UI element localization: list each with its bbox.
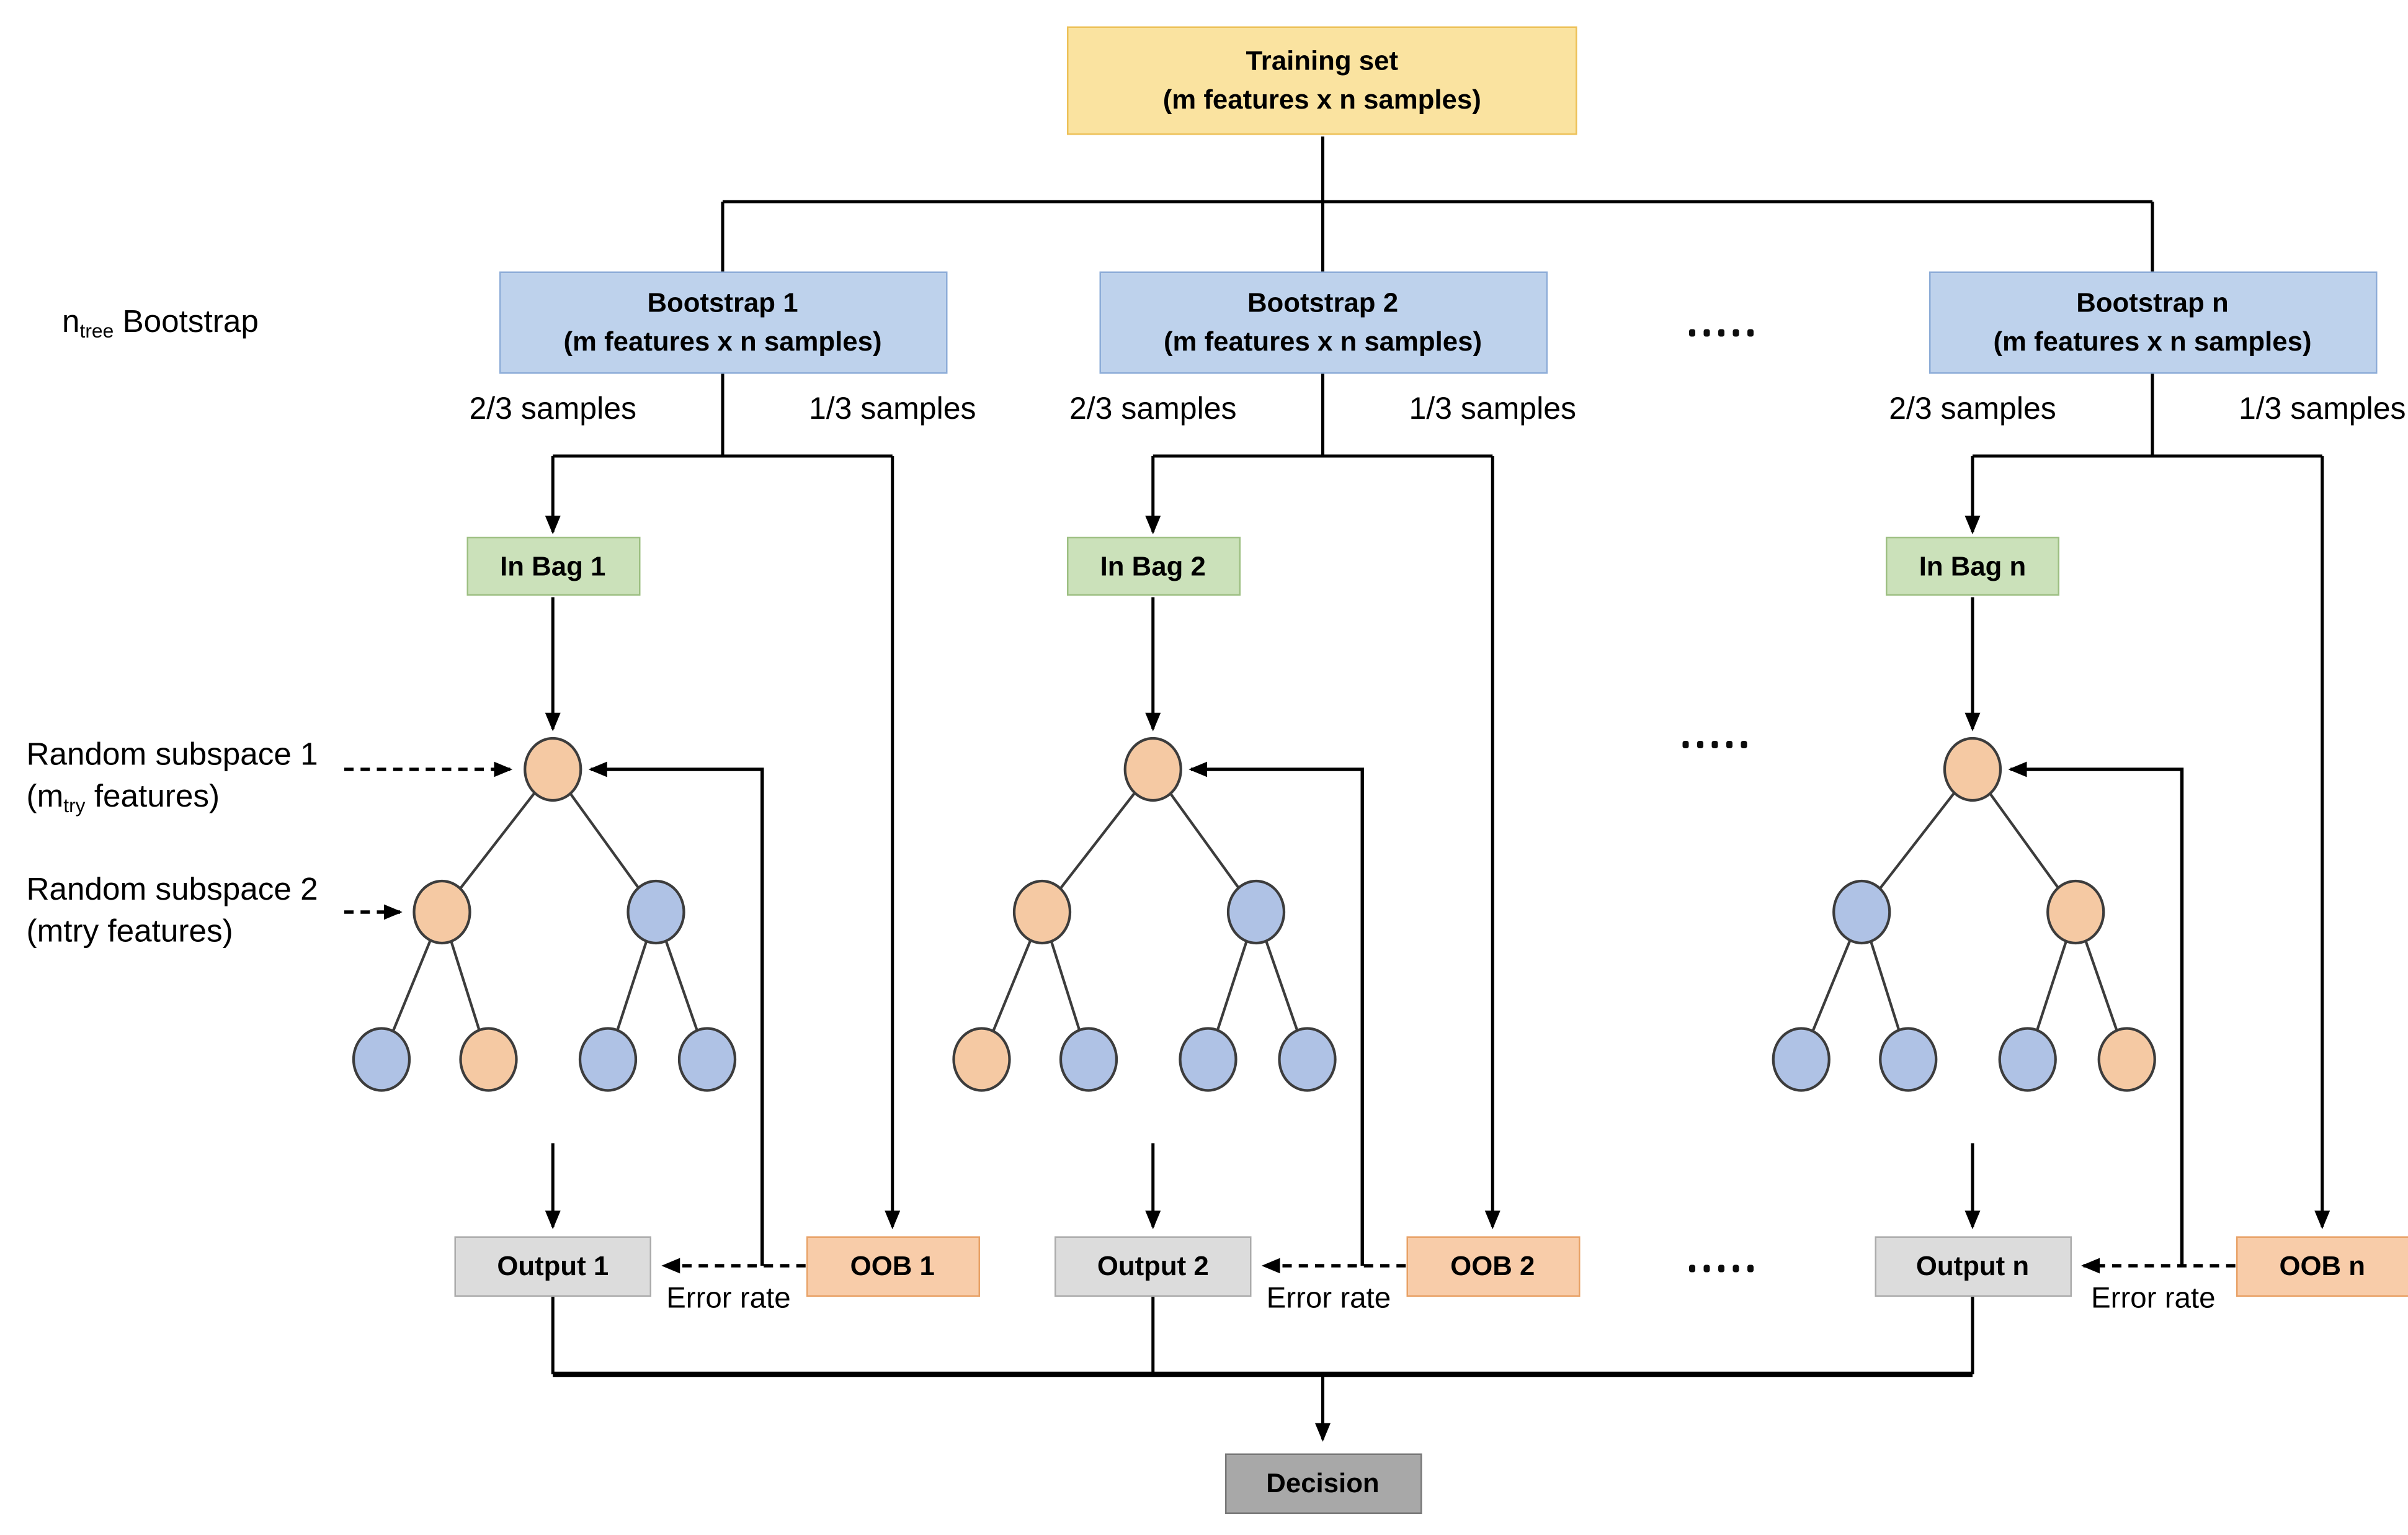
tree-node	[1832, 879, 1891, 945]
in-bag-1-box: In Bag 1	[466, 537, 640, 596]
column-1-connectors	[545, 374, 901, 1374]
decision-tree-2	[952, 736, 1337, 1092]
oob-2-box: OOB 2	[1406, 1236, 1580, 1297]
two-thirds-label-1: 2/3 samples	[469, 392, 637, 427]
oob-1-box: OOB 1	[805, 1236, 979, 1297]
column-2-connectors	[1145, 374, 1501, 1374]
tree-node	[1998, 1027, 2057, 1092]
random-subspace-pointers	[344, 761, 513, 920]
output-2-box: Output 2	[1055, 1236, 1252, 1297]
oob-feedback-line	[2008, 761, 2184, 1266]
tree-node	[2046, 879, 2105, 945]
tree-node	[1278, 1027, 1337, 1092]
tree-node	[677, 1027, 737, 1092]
tree-node	[352, 1027, 411, 1092]
random-subspace-1-label: Random subspace 1 (mtry features)	[26, 736, 318, 817]
random-subspace-2-label: Random subspace 2 (mtry features)	[26, 872, 318, 949]
tree-node-root	[1943, 736, 2002, 802]
output-1-box: Output 1	[454, 1236, 651, 1297]
decision-box: Decision	[1224, 1453, 1422, 1514]
top-connectors	[721, 136, 2154, 272]
training-set-subtitle: (m features x n samples)	[1162, 84, 1481, 115]
ntree-bootstrap-label: ntree Bootstrap	[62, 304, 259, 342]
tree-node	[1012, 879, 1072, 945]
column-n-connectors	[1964, 374, 2330, 1374]
one-third-label-1: 1/3 samples	[808, 392, 976, 427]
tree-node-root	[524, 736, 582, 802]
ellipsis-output-row	[1688, 1264, 1754, 1273]
tree-node-root	[1123, 736, 1182, 802]
bootstrap-2-box: Bootstrap 2 (m features x n samples)	[1099, 271, 1547, 374]
training-set-title: Training set	[1246, 45, 1399, 76]
tree-node	[1179, 1027, 1237, 1092]
error-rate-label-1: Error rate	[666, 1282, 791, 1316]
two-thirds-label-n: 2/3 samples	[1889, 392, 2056, 427]
tree-node	[578, 1027, 638, 1092]
oob-n-box: OOB n	[2235, 1236, 2408, 1297]
two-thirds-label-2: 2/3 samples	[1069, 392, 1237, 427]
tree-node	[459, 1027, 518, 1092]
tree-node	[2097, 1027, 2156, 1092]
ellipsis-tree-row	[1682, 740, 1747, 748]
training-set-box: Training set (m features x n samples)	[1067, 26, 1577, 135]
in-bag-2-box: In Bag 2	[1066, 537, 1240, 596]
one-third-label-2: 1/3 samples	[1409, 392, 1577, 427]
error-rate-label-2: Error rate	[1266, 1282, 1391, 1316]
tree-node	[1879, 1027, 1938, 1092]
bootstrap-n-box: Bootstrap n (m features x n samples)	[1928, 271, 2377, 374]
output-n-box: Output n	[1874, 1236, 2071, 1297]
in-bag-n-box: In Bag n	[1886, 537, 2059, 596]
tree-node	[1226, 879, 1286, 945]
oob-feedback-line	[588, 761, 764, 1266]
tree-node	[1772, 1027, 1831, 1092]
bootstrap-1-box: Bootstrap 1 (m features x n samples)	[498, 271, 947, 374]
error-rate-label-n: Error rate	[2090, 1282, 2216, 1316]
ellipsis-bootstrap-row	[1688, 329, 1754, 337]
decision-tree-n	[1772, 736, 2156, 1092]
one-third-label-n: 1/3 samples	[2238, 392, 2406, 427]
tree-node	[1059, 1027, 1118, 1092]
oob-feedback-line	[1188, 761, 1364, 1266]
bottom-connectors	[553, 1371, 1973, 1442]
tree-node	[952, 1027, 1011, 1092]
decision-tree-1	[352, 736, 737, 1092]
tree-node	[412, 879, 471, 945]
tree-node	[627, 879, 685, 945]
